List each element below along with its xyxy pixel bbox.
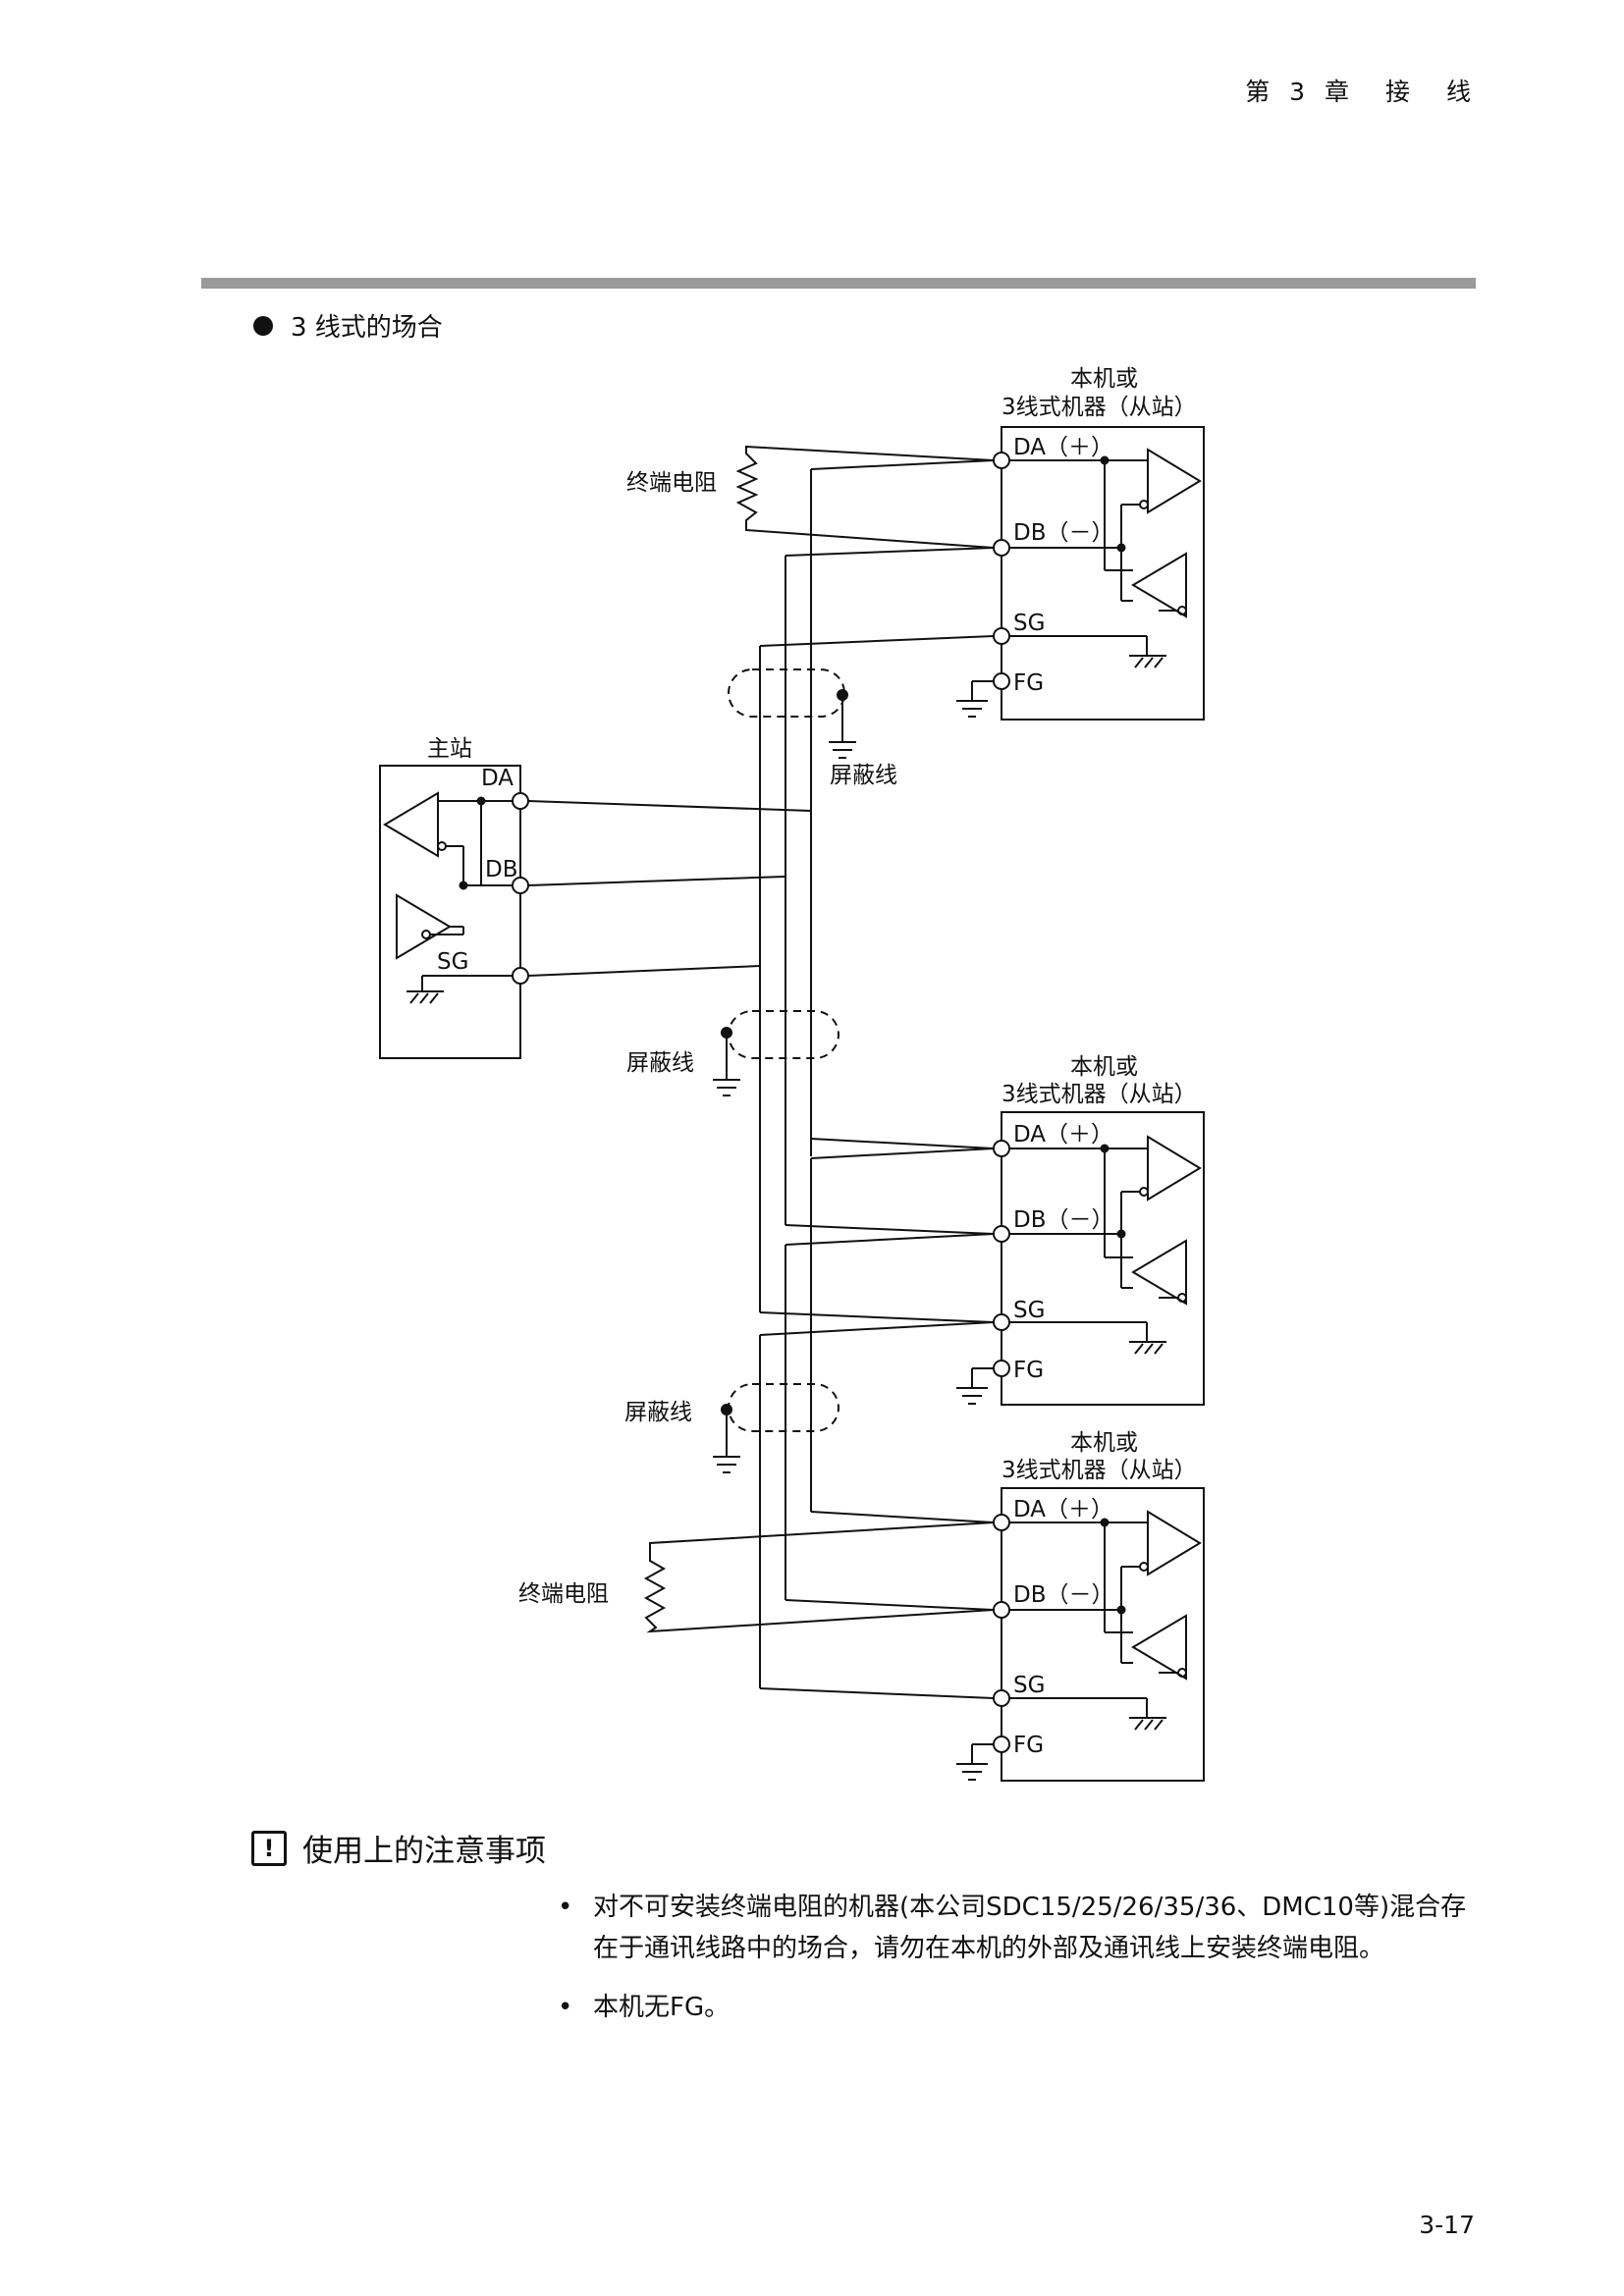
- slave3-fg: FG: [1013, 1733, 1044, 1758]
- bus-wiring: [527, 459, 995, 1699]
- master-station: 主站 DA DB SG: [379, 736, 529, 1059]
- shield-2-label: 屏蔽线: [626, 1050, 694, 1076]
- slave1-title1: 本机或: [1070, 366, 1138, 392]
- slave3-title1: 本机或: [1070, 1430, 1138, 1456]
- note-item: • 对不可安装终端电阻的机器(本公司SDC15/25/26/35/36、DMC1…: [558, 1887, 1490, 1969]
- master-receiver-triangle: [396, 893, 452, 960]
- notes-list: • 对不可安装终端电阻的机器(本公司SDC15/25/26/35/36、DMC1…: [558, 1887, 1490, 2046]
- shield-3-label: 屏蔽线: [624, 1400, 692, 1425]
- terminator-top-label: 终端电阻: [626, 470, 717, 496]
- note-item: • 本机无FG。: [558, 1987, 1490, 2028]
- slave2-da: DA（＋）: [1013, 1122, 1113, 1148]
- shield-3: [728, 1383, 839, 1432]
- slave1-fg: FG: [1013, 670, 1044, 696]
- master-driver-triangle: [383, 791, 439, 858]
- exclamation-icon: !: [251, 1830, 287, 1866]
- slave2-sg: SG: [1013, 1298, 1045, 1323]
- shield-1-ground: 屏蔽线: [829, 689, 897, 788]
- notes-heading-text: 使用上的注意事项: [302, 1834, 546, 1869]
- slave1-title2: 3线式机器（从站）: [1001, 395, 1197, 420]
- slave2-fg: FG: [1013, 1358, 1044, 1383]
- slave2-db: DB（－）: [1013, 1207, 1114, 1233]
- slave2-title1: 本机或: [1070, 1054, 1138, 1080]
- slave-station-1: 本机或 3线式机器（从站） DA（＋） DB（－） SG FG: [956, 366, 1205, 721]
- master-db-label: DB: [485, 857, 518, 882]
- notes-heading: ! 使用上的注意事项: [251, 1826, 546, 1870]
- slave3-title2: 3线式机器（从站）: [1001, 1458, 1197, 1483]
- shield-3-ground: 屏蔽线: [624, 1400, 740, 1473]
- note-text: 本机无FG。: [593, 1993, 731, 2022]
- shield-2-ground: 屏蔽线: [626, 1027, 740, 1096]
- note-text: 对不可安装终端电阻的机器(本公司SDC15/25/26/35/36、DMC10等…: [593, 1893, 1467, 1963]
- chapter-header: 第 3 章 接 线: [1245, 78, 1477, 106]
- slave1-sg: SG: [1013, 611, 1045, 636]
- master-sg-label: SG: [437, 949, 468, 975]
- master-da-label: DA: [481, 766, 514, 791]
- page-number: 3-17: [1419, 2211, 1475, 2239]
- slave1-db: DB（－）: [1013, 520, 1114, 546]
- wiring-diagram: 主站 DA DB SG 本机或 3线式机器（从站）: [379, 366, 1205, 1782]
- slave2-title2: 3线式机器（从站）: [1001, 1082, 1197, 1107]
- slave-station-3: 本机或 3线式机器（从站） DA（＋） DB（－） SG FG: [956, 1430, 1205, 1782]
- terminator-top: 终端电阻: [626, 445, 995, 549]
- shield-2: [728, 1010, 839, 1059]
- terminator-bottom: 终端电阻: [518, 1522, 995, 1633]
- slave3-da: DA（＋）: [1013, 1497, 1113, 1522]
- section-title: 3 线式的场合: [253, 307, 443, 344]
- bullet-icon: •: [558, 1993, 573, 2022]
- section-title-text: 3 线式的场合: [291, 313, 443, 343]
- master-title: 主站: [427, 736, 472, 762]
- shield-1-label: 屏蔽线: [830, 763, 897, 788]
- bullet-icon: •: [558, 1893, 573, 1922]
- slave-station-2: 本机或 3线式机器（从站） DA（＋） DB（－） SG FG: [956, 1054, 1205, 1406]
- slave1-da: DA（＋）: [1013, 435, 1113, 460]
- shield-1: [728, 668, 845, 718]
- slave3-db: DB（－）: [1013, 1582, 1114, 1608]
- slave3-sg: SG: [1013, 1673, 1045, 1698]
- terminator-bottom-label: 终端电阻: [518, 1581, 609, 1607]
- section-rule: [201, 278, 1476, 289]
- bullet-icon: [253, 315, 273, 336]
